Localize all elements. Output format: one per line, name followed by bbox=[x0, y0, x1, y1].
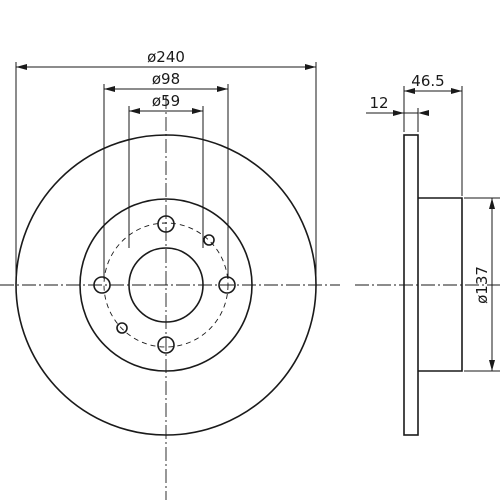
locating-hole-lower bbox=[116, 322, 128, 334]
hub-bore-label: ø59 bbox=[152, 92, 180, 110]
dimension-hub-bore: ø59 bbox=[128, 92, 204, 248]
dimension-overall-height: 46.5 bbox=[403, 72, 463, 196]
dimension-hat-diameter: ø137 bbox=[464, 197, 500, 372]
locating-hole-upper bbox=[203, 234, 215, 246]
disc-thickness-label: 12 bbox=[369, 94, 388, 112]
front-view bbox=[0, 95, 340, 500]
bolt-circle-label: ø98 bbox=[152, 70, 180, 88]
bolt-pattern-circle bbox=[103, 222, 229, 348]
bolt-hole-top bbox=[157, 215, 175, 233]
hat-diameter-label: ø137 bbox=[473, 266, 491, 304]
overall-height-label: 46.5 bbox=[411, 72, 444, 90]
bolt-hole-left bbox=[93, 276, 111, 294]
hat-circle bbox=[79, 198, 253, 372]
bolt-hole-right bbox=[218, 276, 236, 294]
hub-bore-circle bbox=[128, 247, 204, 323]
side-hat-profile bbox=[418, 197, 463, 372]
side-disc-ring bbox=[403, 134, 419, 436]
dimension-disc-thickness: 12 bbox=[366, 94, 429, 132]
dimension-outer-diameter: ø240 bbox=[15, 48, 317, 285]
side-view bbox=[355, 134, 500, 436]
bolt-hole-bottom bbox=[157, 336, 175, 354]
outer-diameter-label: ø240 bbox=[147, 48, 185, 66]
dimension-bolt-circle: ø98 bbox=[103, 70, 229, 279]
